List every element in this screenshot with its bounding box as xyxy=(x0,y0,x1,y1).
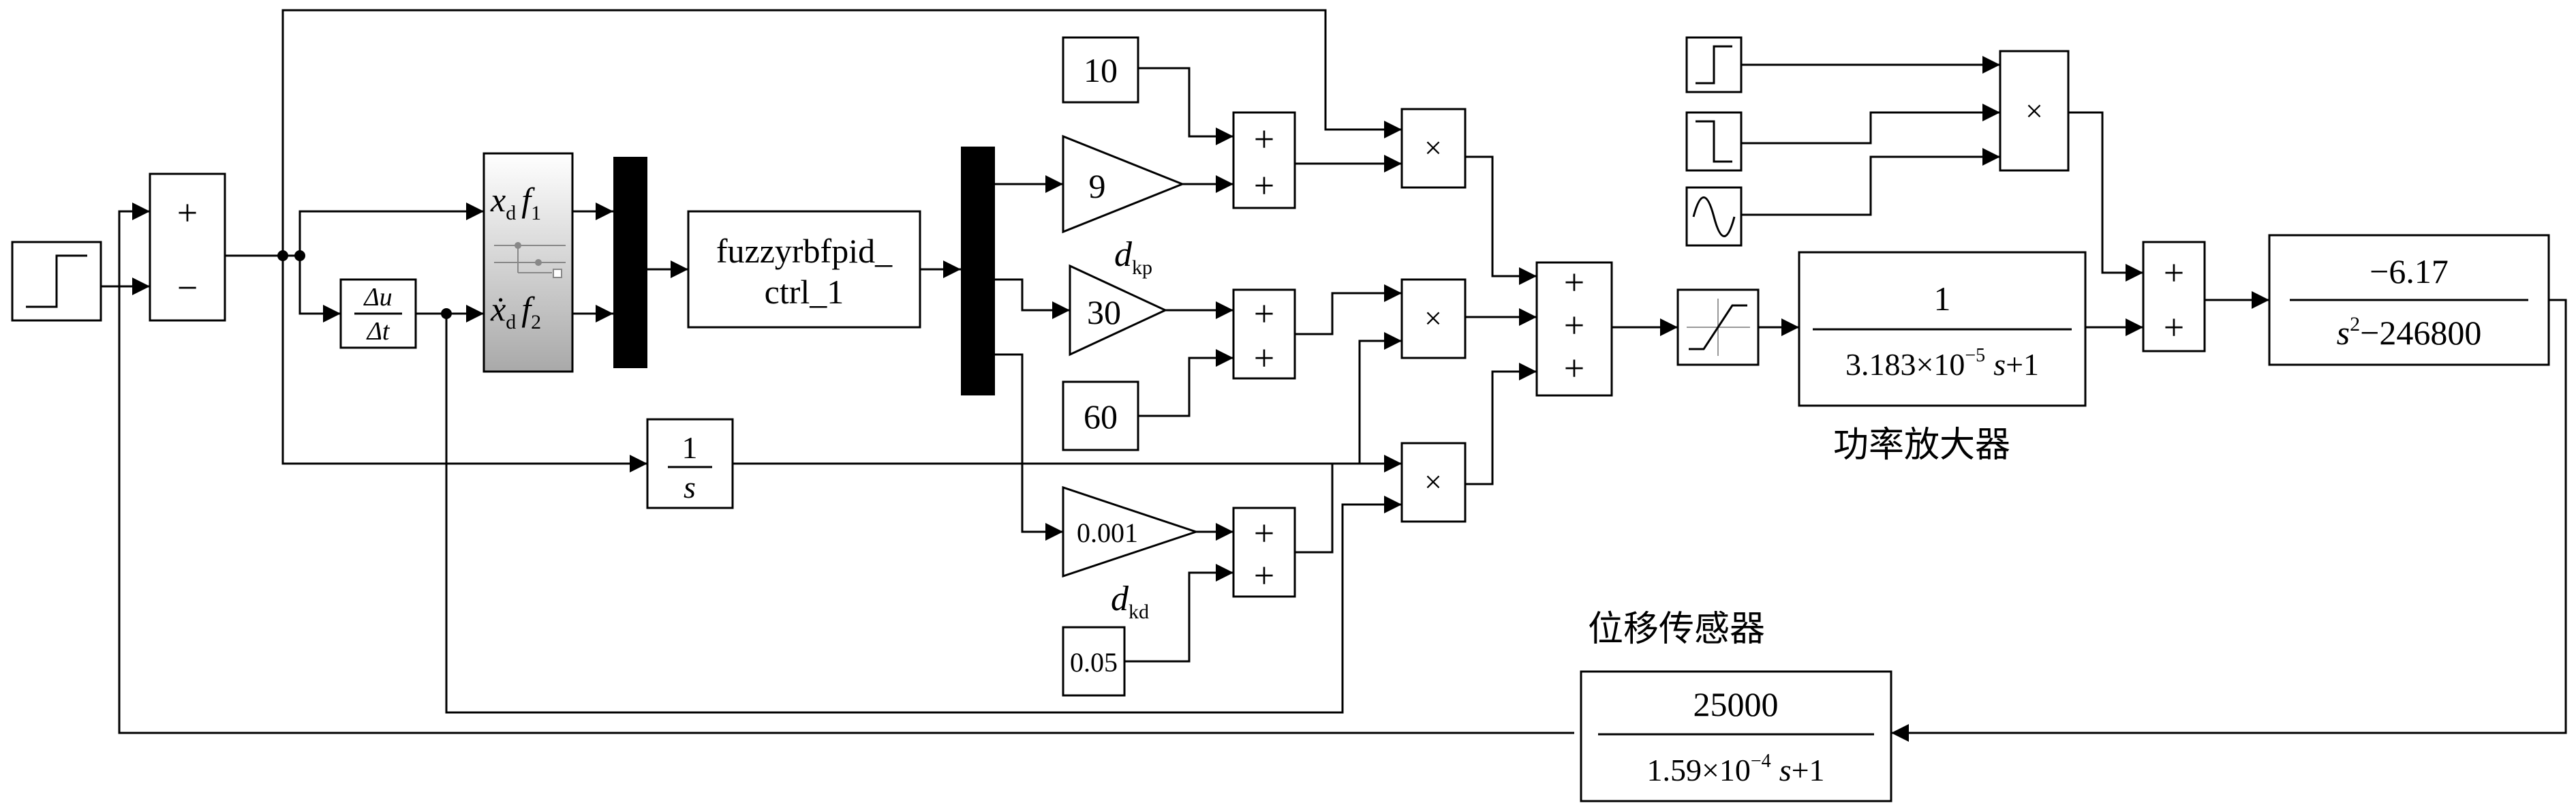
fuzzy-rbf-pid-controller-block[interactable]: fuzzyrbfpid_ ctrl_1 xyxy=(687,210,921,329)
sine-wave-icon xyxy=(1692,196,1736,237)
plant-transfer-function-block[interactable]: −6.17 s2−246800 xyxy=(2268,234,2550,366)
kd-sum-block[interactable]: + + xyxy=(1232,507,1296,598)
kp0-constant-block[interactable]: 10 xyxy=(1062,36,1139,104)
fuzzy-input2-var: ẋ xyxy=(490,290,506,328)
signal-wires xyxy=(101,9,2567,742)
integrator-numerator: 1 xyxy=(682,430,698,465)
mux-block[interactable] xyxy=(613,157,647,368)
fuzzy-input2-sub: d xyxy=(506,311,516,333)
kp-sum-block[interactable]: + + xyxy=(1232,111,1296,209)
kp-sum-plus-2: + xyxy=(1254,165,1274,206)
plant-denominator: s2−246800 xyxy=(2337,313,2482,352)
disturbance-product-symbol: × xyxy=(2025,93,2043,128)
ki-gain-block[interactable]: 30 xyxy=(1069,264,1168,357)
kp-gain-block[interactable]: 9 xyxy=(1062,134,1186,234)
integrator-block[interactable]: 1 s xyxy=(646,418,734,509)
kd-gain-block[interactable]: 0.001 xyxy=(1062,485,1199,578)
disturbance-sum-plus-2: + xyxy=(2164,307,2184,348)
power-amp-numerator: 1 xyxy=(1934,280,1951,318)
ki-gain-value: 30 xyxy=(1087,293,1121,331)
fuzzy-output1-sub: 1 xyxy=(531,202,541,224)
step-up-source-block[interactable] xyxy=(1685,36,1743,93)
ki0-value: 60 xyxy=(1084,397,1118,436)
plant-numerator: −6.17 xyxy=(2370,252,2449,290)
derivative-block[interactable]: Δu Δt xyxy=(339,278,417,349)
sum-minus-sign: − xyxy=(177,267,198,308)
step-signal-icon xyxy=(26,254,87,308)
ki-sum-plus-1: + xyxy=(1254,293,1274,334)
ki-sum-plus-2: + xyxy=(1254,337,1274,378)
error-sum-block[interactable]: + − xyxy=(149,172,226,322)
pid-output-sum-block[interactable]: + + + xyxy=(1535,261,1613,397)
kd0-constant-block[interactable]: 0.05 xyxy=(1062,626,1126,697)
step-signal-icon xyxy=(1696,45,1732,85)
subsystem-wiring-icon xyxy=(494,242,566,278)
controller-name-line2: ctrl_1 xyxy=(765,273,844,311)
demux-block[interactable] xyxy=(961,147,995,395)
disturbance-sum-plus-1: + xyxy=(2164,252,2184,293)
kp-product-block[interactable]: × xyxy=(1400,108,1467,189)
ki-sum-block[interactable]: + + xyxy=(1232,288,1296,380)
sensor-numerator: 25000 xyxy=(1693,685,1779,723)
derivative-numerator: Δu xyxy=(363,283,392,312)
saturation-icon xyxy=(1687,299,1750,356)
kp0-value: 10 xyxy=(1084,51,1118,89)
kd-sum-plus-2: + xyxy=(1254,555,1274,596)
kp-gain-label: dkp xyxy=(1114,235,1152,279)
disturbance-product-block[interactable]: × xyxy=(1999,50,2070,172)
kp-product-symbol: × xyxy=(1424,130,1442,165)
ki0-constant-block[interactable]: 60 xyxy=(1062,380,1139,451)
integrator-denominator: s xyxy=(684,470,696,505)
ki-product-symbol: × xyxy=(1424,301,1442,335)
sensor-caption: 位移传感器 xyxy=(1588,609,1765,650)
kp-sum-plus-1: + xyxy=(1254,119,1274,160)
sine-source-block[interactable] xyxy=(1685,186,1743,247)
saturation-block[interactable] xyxy=(1676,288,1760,366)
derivative-denominator: Δt xyxy=(366,317,390,346)
power-amplifier-caption: 功率放大器 xyxy=(1833,425,2010,466)
kd-product-symbol: × xyxy=(1424,464,1442,499)
kd-sum-plus-1: + xyxy=(1254,513,1274,554)
kd-gain-value: 0.001 xyxy=(1077,517,1138,548)
pid-sum-plus-2: + xyxy=(1564,305,1584,346)
step-down-source-block[interactable] xyxy=(1685,111,1743,172)
ki-product-block[interactable]: × xyxy=(1400,278,1467,359)
kd-gain-label: dkd xyxy=(1111,580,1149,623)
sum-plus-sign: + xyxy=(177,192,198,233)
controller-name-line1: fuzzyrbfpid_ xyxy=(716,232,893,270)
pid-sum-plus-1: + xyxy=(1564,262,1584,303)
fuzzy-output2-sub: 2 xyxy=(531,311,541,333)
kd-product-block[interactable]: × xyxy=(1400,442,1467,523)
disturbance-sum-block[interactable]: + + xyxy=(2142,241,2206,352)
fuzzy-input1-var: x xyxy=(490,181,506,219)
fuzzy-input1-sub: d xyxy=(506,202,516,224)
pid-sum-plus-3: + xyxy=(1564,348,1584,389)
kp-gain-value: 9 xyxy=(1089,167,1106,205)
step-down-signal-icon xyxy=(1696,120,1732,163)
kd0-value: 0.05 xyxy=(1070,647,1118,678)
step-source-block[interactable] xyxy=(11,241,102,322)
